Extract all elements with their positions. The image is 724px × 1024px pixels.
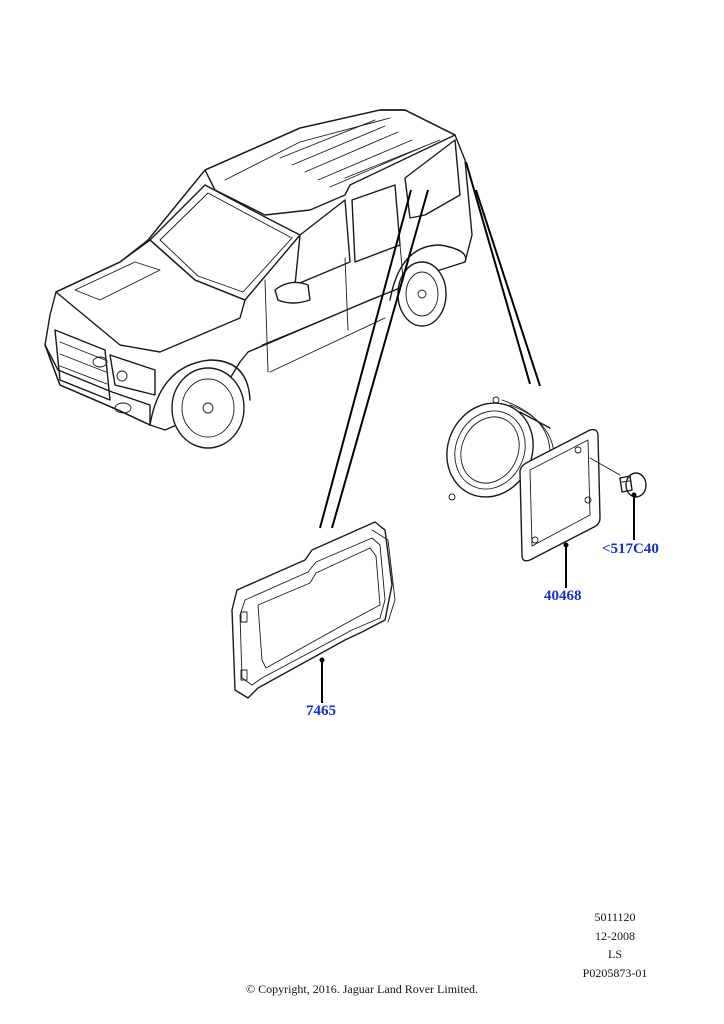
copyright-notice: © Copyright, 2016. Jaguar Land Rover Lim… (245, 982, 479, 996)
callout-7465[interactable]: 7465 (306, 703, 336, 719)
gasket-panel-part (231, 521, 396, 703)
cover-plate-part (519, 428, 621, 588)
reference-date: 12-2008 (595, 928, 635, 943)
callout-40468[interactable]: 40468 (544, 588, 582, 604)
reference-code: 5011120 (594, 910, 636, 924)
callout-517c40[interactable]: <517C40 (602, 541, 659, 557)
fastener-part (619, 472, 647, 540)
vehicle-illustration (44, 109, 473, 449)
reference-illustration-id: P0205873-01 (582, 965, 648, 980)
reference-ls: LS (607, 947, 622, 961)
leader-lines (319, 161, 541, 529)
reference-block: 5011120 12-2008 LS P0205873-01 (560, 908, 670, 982)
